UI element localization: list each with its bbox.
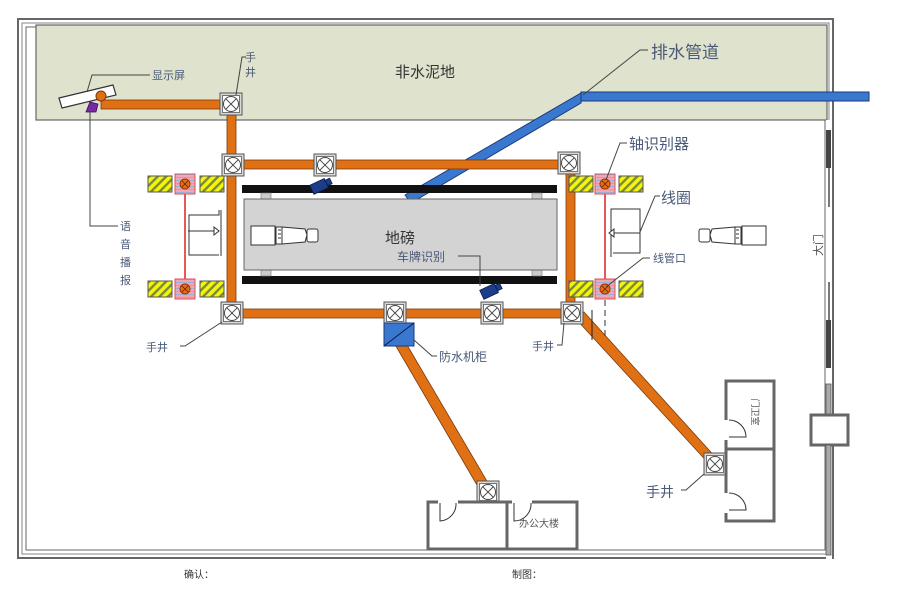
hand-well-guard (703, 452, 727, 476)
drain-pipe-leader (582, 49, 648, 96)
truck-icon (250, 225, 319, 246)
plate-recognition-label: 车牌识别 (397, 249, 445, 264)
weighbridge-label: 地磅 (385, 229, 415, 247)
display-screen (58, 84, 117, 109)
office-building-label: 办公大楼 (519, 517, 559, 530)
left-axle-detector-group (147, 173, 225, 300)
confirm-label: 确认： (184, 568, 214, 581)
hand-well-top-right (557, 151, 581, 175)
plate-recognition-leader (458, 255, 481, 286)
hand-well-mid-label: 手井 (532, 339, 554, 353)
voice-broadcast-label-2: 音 (120, 237, 131, 251)
camera-icon-top (309, 177, 333, 195)
left-coil (188, 210, 222, 256)
voice-broadcast-label-3: 播 (120, 255, 131, 269)
non-concrete-label: 非水泥地 (395, 63, 455, 81)
right-axle-detector-group (568, 173, 644, 340)
speaker-icon (85, 101, 99, 113)
hand-well-top-left (221, 153, 245, 177)
hand-well-top-mid (313, 153, 337, 177)
truck-icon-right (698, 225, 767, 246)
hand-well-office (476, 480, 500, 504)
gate-label: 大门 (811, 234, 825, 256)
hand-well-bottom-mid2 (480, 301, 504, 325)
hand-well-top (219, 92, 243, 116)
hand-well-left-label: 手井 (146, 340, 168, 354)
drawn-by-label: 制图： (512, 568, 542, 581)
axle-detector-label: 轴识别器 (629, 135, 689, 153)
hand-well-bottom-left (220, 301, 244, 325)
hand-well-top-label-2: 井 (245, 65, 256, 79)
conduit-port-label: 线管口 (653, 251, 686, 265)
waterproof-cabinet-label: 防水机柜 (439, 349, 487, 364)
hand-well-bottom-right (560, 301, 584, 325)
display-label: 显示屏 (152, 69, 185, 82)
hand-well-bottom-mid (383, 301, 407, 325)
main-gate (809, 120, 850, 560)
guard-room-label: 门卫室 (749, 398, 761, 425)
voice-broadcast-label-1: 语 (120, 220, 131, 233)
waterproof-cabinet (383, 322, 415, 347)
camera-icon-bottom (479, 282, 503, 300)
hand-well-top-label-1: 手 (245, 50, 256, 64)
guard-room (723, 379, 776, 523)
voice-broadcast-label-4: 报 (120, 273, 131, 287)
office-building (426, 499, 579, 551)
hand-well-guard-label: 手井 (646, 485, 674, 501)
right-coil (608, 208, 641, 257)
drain-pipe-label: 排水管道 (651, 43, 719, 63)
coil-label: 线圈 (661, 189, 691, 207)
